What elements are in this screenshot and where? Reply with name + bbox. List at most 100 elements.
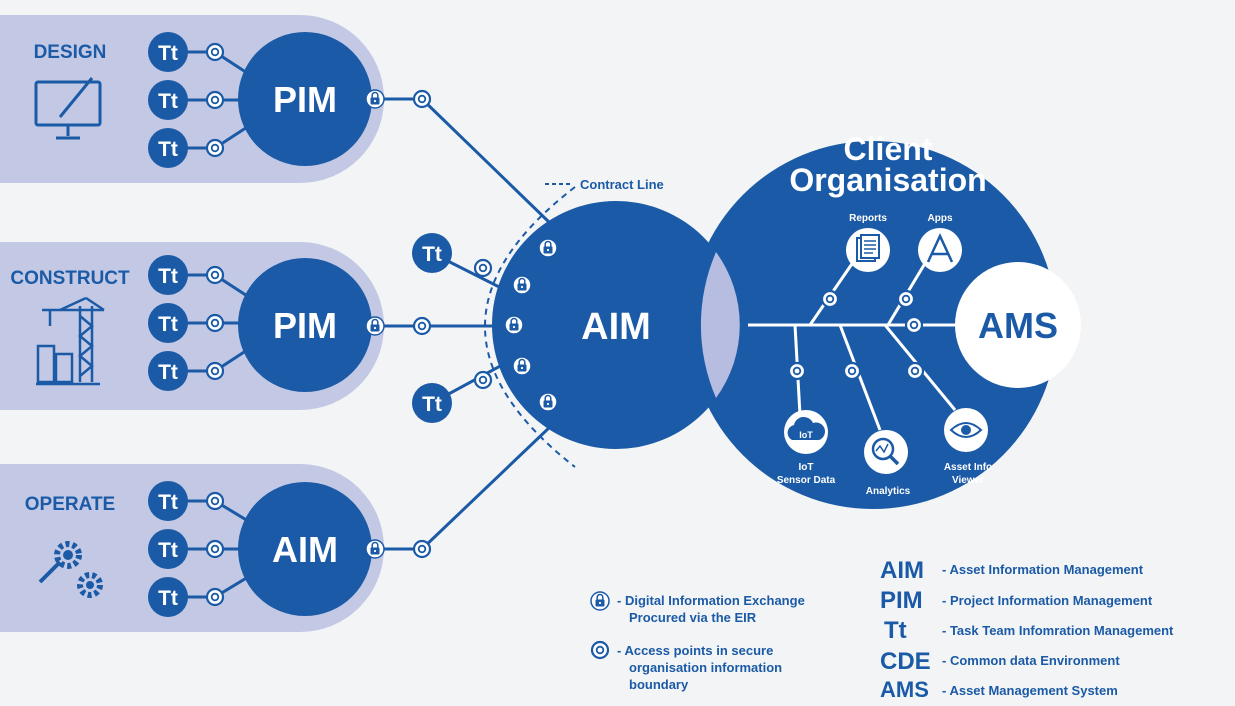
abbr-key: Tt <box>884 617 907 644</box>
access-point-icon <box>905 361 925 381</box>
iot-label-line2: Sensor Data <box>777 475 836 486</box>
client-title-line1: Client <box>844 131 933 167</box>
access-point-icon <box>473 258 493 278</box>
svg-text:Tt: Tt <box>158 42 178 65</box>
eye-icon <box>944 408 988 452</box>
lock-icon <box>365 316 385 336</box>
svg-text:Tt: Tt <box>158 138 178 161</box>
contract-line-arc <box>484 186 576 468</box>
overlap-lens <box>700 252 740 398</box>
abbr-key: AIM <box>880 557 924 584</box>
access-point-icon <box>412 539 432 559</box>
legend-lock-text: - Digital Information Exchange Procured … <box>617 593 805 625</box>
tt-node: Tt <box>412 233 452 273</box>
abbr-desc: - Task Team Infomration Management <box>942 623 1174 638</box>
design-label: DESIGN <box>34 42 107 63</box>
svg-text:Tt: Tt <box>158 587 178 610</box>
abbr-desc: - Asset Information Management <box>942 562 1144 577</box>
reports-label: Reports <box>849 213 887 224</box>
tt-node: Tt <box>148 529 188 569</box>
access-point-icon <box>205 313 225 333</box>
access-point-icon <box>205 265 225 285</box>
lock-icon <box>512 356 532 376</box>
monitor-brush-icon <box>34 77 102 140</box>
access-point-icon <box>205 42 225 62</box>
access-point-icon <box>205 587 225 607</box>
lock-icon <box>512 275 532 295</box>
tt-node: Tt <box>148 80 188 120</box>
design-pim-label: PIM <box>273 79 337 120</box>
tt-node: Tt <box>148 32 188 72</box>
tt-node: Tt <box>148 128 188 168</box>
client-title-line2: Organisation <box>789 162 986 198</box>
access-point-icon <box>205 491 225 511</box>
construct-pim-label: PIM <box>273 305 337 346</box>
tt-node: Tt <box>412 383 452 423</box>
tt-node: Tt <box>148 481 188 521</box>
svg-text:Tt: Tt <box>422 243 442 266</box>
svg-text:Tt: Tt <box>158 90 178 113</box>
operate-aim-label: AIM <box>272 529 338 570</box>
tt-node: Tt <box>148 577 188 617</box>
lock-icon <box>504 315 524 335</box>
svg-text:Tt: Tt <box>158 313 178 336</box>
access-point-icon <box>205 138 225 158</box>
access-point-icon <box>842 361 862 381</box>
construct-pim-circle <box>238 258 372 392</box>
access-point-icon <box>896 289 916 309</box>
svg-text:Tt: Tt <box>158 361 178 384</box>
analytics-label: Analytics <box>866 486 911 497</box>
abbr-key: CDE <box>880 648 931 675</box>
lock-icon <box>590 591 610 611</box>
lock-icon <box>538 238 558 258</box>
abbr-key: AMS <box>880 677 929 702</box>
access-point-icon <box>787 361 807 381</box>
apps-label: Apps <box>928 213 953 224</box>
central-aim-circle <box>492 201 740 449</box>
tt-node: Tt <box>148 303 188 343</box>
access-point-icon <box>412 316 432 336</box>
access-point-icon <box>820 289 840 309</box>
ams-circle <box>955 262 1081 388</box>
viewer-label-line1: Asset Info <box>944 462 992 473</box>
legend-access-text: - Access points in secure organisation i… <box>617 643 783 692</box>
tt-node: Tt <box>148 255 188 295</box>
iot-sensor-icon: IoT <box>784 410 828 454</box>
ams-label: AMS <box>978 305 1058 346</box>
design-pim-circle <box>238 32 372 166</box>
abbr-desc: - Asset Management System <box>942 683 1118 698</box>
svg-text:Tt: Tt <box>422 393 442 416</box>
apps-icon <box>918 228 962 272</box>
access-point-icon <box>590 640 610 660</box>
construct-label: CONSTRUCT <box>10 268 130 289</box>
lock-icon <box>365 89 385 109</box>
iot-label-line1: IoT <box>799 462 814 473</box>
operate-aim-circle <box>238 482 372 616</box>
central-aim-label: AIM <box>581 306 651 348</box>
abbr-desc: - Common data Environment <box>942 653 1120 668</box>
contract-line-label: Contract Line <box>580 177 664 192</box>
analytics-icon <box>864 430 908 474</box>
abbr-key: PIM <box>880 587 923 614</box>
lock-icon <box>365 539 385 559</box>
access-point-icon <box>473 370 493 390</box>
svg-text:Tt: Tt <box>158 265 178 288</box>
tt-node: Tt <box>148 351 188 391</box>
reports-icon <box>846 228 890 272</box>
crane-icon <box>36 296 105 386</box>
svg-text:Tt: Tt <box>158 491 178 514</box>
access-point-icon <box>205 361 225 381</box>
lock-icon <box>538 392 558 412</box>
viewer-label-line2: Viewer <box>952 475 984 486</box>
operate-label: OPERATE <box>25 494 115 515</box>
gears-wrench-icon <box>38 541 103 598</box>
svg-text:Tt: Tt <box>158 539 178 562</box>
svg-text:IoT: IoT <box>799 430 813 440</box>
access-point-icon <box>904 315 924 335</box>
access-point-icon <box>205 90 225 110</box>
access-point-icon <box>205 539 225 559</box>
access-point-icon <box>412 89 432 109</box>
abbr-desc: - Project Information Management <box>942 593 1153 608</box>
